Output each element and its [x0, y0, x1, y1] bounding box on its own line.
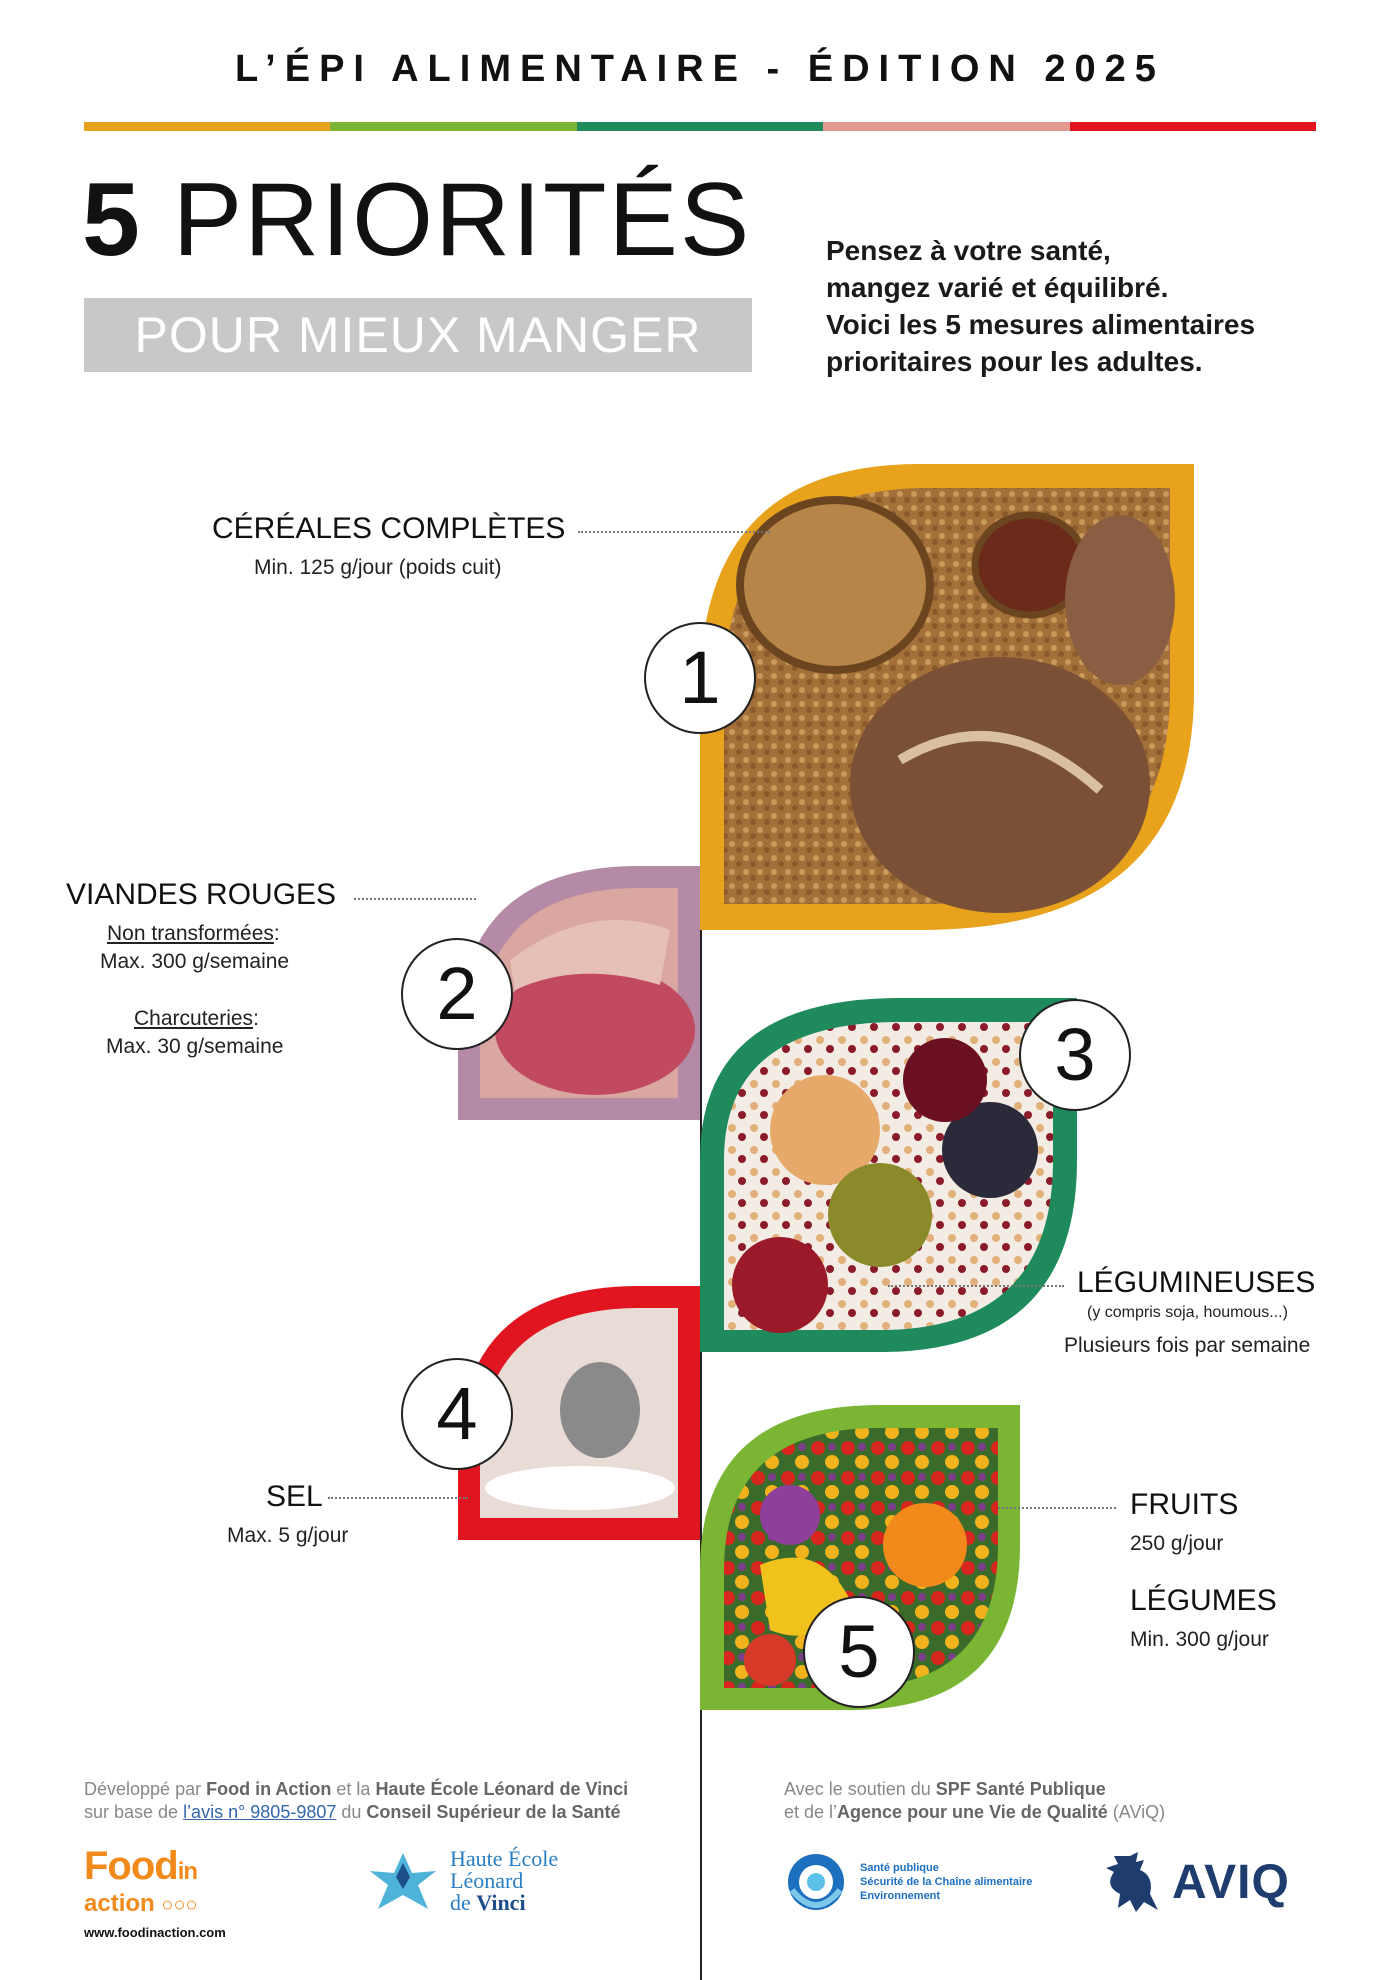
sp-line: Santé publique [860, 1862, 939, 1874]
color-bar-segment [84, 122, 331, 131]
aviq-wordmark: AVIQ [1172, 1855, 1290, 1909]
intro-line: Voici les 5 mesures alimentaires [826, 309, 1256, 340]
rooster-icon [1106, 1852, 1158, 1912]
priority-number-4: 4 [401, 1358, 513, 1470]
footer-aviq-name: Agence pour une Vie de Qualité [837, 1802, 1108, 1822]
hv-line: Haute École [450, 1846, 559, 1871]
legumineuses-note: (y compris soja, houmous...) [1087, 1304, 1288, 1321]
stem-line [700, 920, 702, 1980]
leaf-viandes [458, 866, 700, 1120]
footer-text: du [336, 1802, 367, 1822]
color-bar-segment [1069, 122, 1317, 131]
footer-right-line-2: et de l’Agence pour une Vie de Qualité (… [784, 1801, 1165, 1824]
footer-right-line-1: Avec le soutien du SPF Santé Publique [784, 1778, 1165, 1801]
footer-left-line-2: sur base de l’avis n° 9805-9807 du Conse… [84, 1801, 628, 1824]
avis-link[interactable]: l’avis n° 9805-9807 [183, 1802, 337, 1822]
footer-text: Avec le soutien du [784, 1779, 936, 1799]
leaf-cereales [700, 464, 1194, 930]
intro-line: Pensez à votre santé, [826, 235, 1111, 266]
fruits-title: FRUITS [1130, 1488, 1239, 1521]
aviq-logo: AVIQ [1100, 1850, 1290, 1914]
footer-credits-right: Avec le soutien du SPF Santé Publique et… [784, 1778, 1165, 1824]
intro-text: Pensez à votre santé, mangez varié et éq… [826, 232, 1346, 380]
legumineuses-detail: Plusieurs fois par semaine [1064, 1334, 1311, 1357]
haute-ecole-logo: Haute École Léonard de Vinci [366, 1848, 558, 1914]
fruits-leader-line [998, 1507, 1116, 1509]
leaf-fruits-legumes [700, 1405, 1020, 1710]
food-logo-action: action ○○○ [84, 1892, 226, 1917]
sp-line: Sécurité de la Chaîne alimentaire [860, 1876, 1033, 1888]
viandes-sub2-label: Charcuteries [134, 1007, 254, 1030]
food-logo-rings-icon: ○○○ [161, 1894, 198, 1916]
food-logo-food: Food [84, 1844, 179, 1888]
footer-text: sur base de [84, 1802, 184, 1822]
viandes-sub1-label: Non transformées [107, 922, 274, 945]
sante-publique-emblem-icon [788, 1854, 844, 1910]
footer-left-line-1: Développé par Food in Action et la Haute… [84, 1778, 628, 1801]
food-logo-in: in [177, 1858, 198, 1885]
color-bar-segment [823, 122, 1070, 131]
viandes-sub2-value: Max. 30 g/semaine [106, 1035, 284, 1058]
sante-publique-logo: Santé publique Sécurité de la Chaîne ali… [784, 1850, 1032, 1914]
intro-line: prioritaires pour les adultes. [826, 346, 1203, 377]
viandes-sub2-colon: : [253, 1007, 259, 1030]
header-title: L’ÉPI ALIMENTAIRE - ÉDITION 2025 [235, 48, 1165, 90]
haute-ecole-name: Haute École Léonard de Vinci [450, 1848, 558, 1914]
priority-number-5: 5 [803, 1596, 915, 1708]
vinci-star-icon [370, 1853, 436, 1909]
hv-line: de Vinci [450, 1892, 558, 1914]
sel-title: SEL [266, 1480, 323, 1513]
footer-credits-left: Développé par Food in Action et la Haute… [84, 1778, 628, 1824]
sante-publique-text: Santé publique Sécurité de la Chaîne ali… [860, 1861, 1032, 1903]
legumineuses-leader-line [888, 1285, 1064, 1287]
viandes-sub1: Non transformées: [107, 922, 280, 946]
priority-number-1: 1 [644, 622, 756, 734]
priority-number-3: 3 [1019, 999, 1131, 1111]
hv-line: Léonard [450, 1868, 524, 1893]
priority-number-2: 2 [401, 938, 513, 1050]
subtitle-banner: POUR MIEUX MANGER [84, 298, 752, 372]
leaf-sel [458, 1286, 700, 1540]
legumes-detail: Min. 300 g/jour [1130, 1628, 1269, 1651]
viandes-sub1-value: Max. 300 g/semaine [100, 950, 290, 973]
leaf-legumineuses [700, 998, 1077, 1352]
food-logo-action-word: action [84, 1890, 155, 1917]
viandes-sub2: Charcuteries: [134, 1007, 259, 1031]
title-word: PRIORITÉS [172, 162, 752, 278]
page-title: 5 PRIORITÉS [82, 168, 751, 272]
footer-haute-ecole: Haute École Léonard de Vinci [375, 1779, 629, 1799]
legumes-title: LÉGUMES [1130, 1584, 1277, 1617]
footer-spf: SPF Santé Publique [935, 1779, 1106, 1799]
hv-vinci: Vinci [476, 1890, 526, 1915]
intro-line: mangez varié et équilibré. [826, 272, 1169, 303]
viandes-sub1-colon: : [273, 922, 280, 945]
fruits-detail: 250 g/jour [1130, 1532, 1224, 1555]
color-bar-segment [576, 122, 824, 131]
sel-leader-line [328, 1497, 468, 1499]
footer-text: Développé par [84, 1779, 207, 1799]
viandes-title: VIANDES ROUGES [66, 878, 337, 911]
footer-food-in-action: Food in Action [206, 1779, 332, 1799]
sp-line: Environnement [860, 1890, 941, 1902]
food-logo-url: www.foodinaction.com [84, 1925, 226, 1940]
color-bar [84, 122, 1317, 131]
viandes-leader-line [354, 898, 476, 900]
footer-text: (AViQ) [1107, 1802, 1166, 1822]
title-number: 5 [82, 162, 142, 278]
sel-detail: Max. 5 g/jour [227, 1524, 349, 1547]
cereales-title: CÉRÉALES COMPLÈTES [212, 512, 566, 545]
hv-de: de [450, 1890, 477, 1915]
footer-text: et de l’ [784, 1802, 838, 1822]
food-logo-word: Foodin [84, 1846, 226, 1892]
color-bar-segment [330, 122, 577, 131]
legumineuses-title: LÉGUMINEUSES [1077, 1266, 1316, 1299]
cereales-leader-line [578, 531, 770, 533]
footer-conseil-superieur: Conseil Supérieur de la Santé [366, 1802, 621, 1822]
footer-text: et la [331, 1779, 376, 1799]
cereales-detail: Min. 125 g/jour (poids cuit) [254, 556, 502, 579]
food-in-action-logo: Foodin action ○○○ www.foodinaction.com [84, 1846, 226, 1940]
